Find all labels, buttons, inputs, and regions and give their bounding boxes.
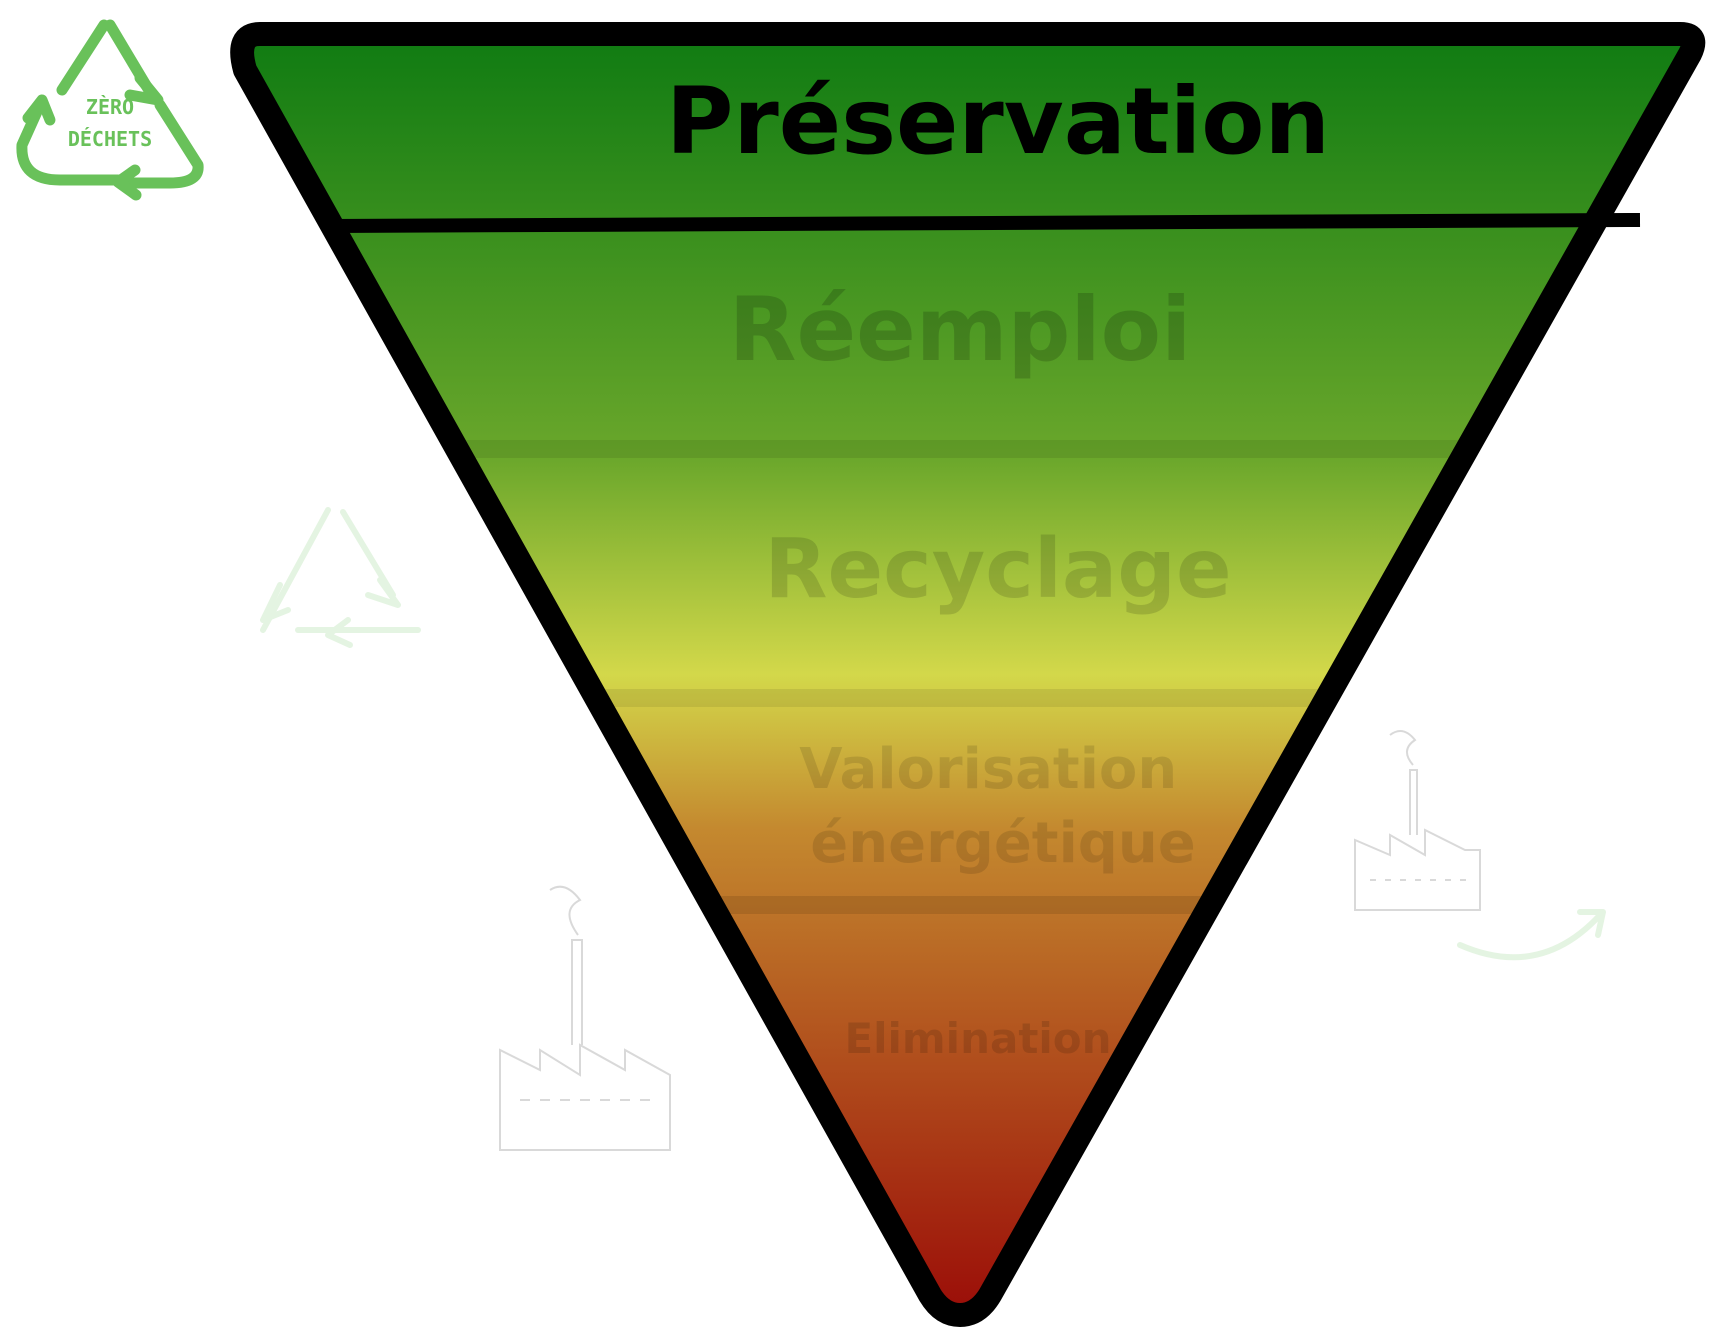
arrow-icon <box>1457 909 1606 961</box>
level-label-elimination: Elimination <box>844 1014 1111 1063</box>
factory-decorations <box>499 730 1481 1151</box>
level-label-valorisation: Valorisation énergétique <box>799 737 1196 876</box>
level-label-recyclage-line-1: Recyclage <box>764 522 1231 617</box>
recycle-icon <box>260 507 421 648</box>
decorations <box>260 507 1606 961</box>
funnel-outline <box>230 22 1706 1327</box>
level-label-reemploi: Réemploi <box>729 278 1192 381</box>
recycle-icon <box>16 19 204 201</box>
zero-dechets-logo: ZÈRO DÉCHETS <box>16 19 204 201</box>
level-label-reemploi-line-1: Réemploi <box>729 278 1192 381</box>
logo-text-line-2: DÉCHETS <box>68 127 152 151</box>
separator-recyclage-valorisation <box>242 689 1694 707</box>
level-label-valorisation-line-1: Valorisation <box>799 737 1177 802</box>
funnel <box>230 22 1706 1327</box>
level-label-preservation-line-1: Préservation <box>666 68 1330 175</box>
separator-reemploi-recyclage <box>242 440 1694 458</box>
level-label-elimination-line-1: Elimination <box>844 1014 1111 1063</box>
funnel-fill <box>242 34 1694 1315</box>
factory-icon <box>499 885 671 1151</box>
level-labels: Préservation Réemploi Recyclage Valorisa… <box>666 68 1330 1063</box>
separator-valorisation-elimination <box>242 896 1694 914</box>
level-label-preservation: Préservation <box>666 68 1330 175</box>
top-band-divider <box>329 213 1641 233</box>
logo-text-line-1: ZÈRO <box>86 95 134 119</box>
level-label-recyclage: Recyclage <box>764 522 1231 617</box>
factory-icon <box>1354 730 1481 911</box>
level-label-valorisation-line-2: énergétique <box>810 811 1195 876</box>
